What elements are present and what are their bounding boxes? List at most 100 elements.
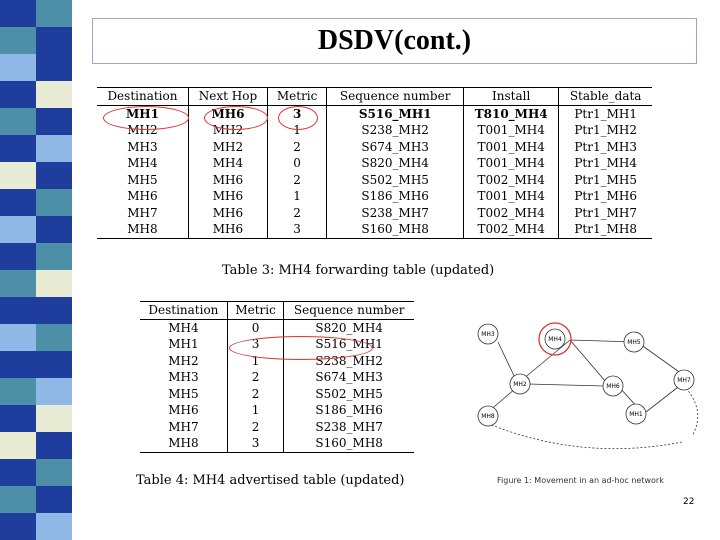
network-node-label: MH3 [481,331,495,338]
network-node [509,373,531,395]
table-cell: S820_MH4 [326,155,464,172]
stripe-block [36,54,72,81]
table-cell: MH6 [127,189,158,204]
table-cell: MH6 [187,221,268,238]
stripe-block [0,270,36,297]
stripe-block [0,135,36,162]
table-cell: S516_MH1 [326,105,464,122]
table-cell: Ptr1_MH1 [558,105,652,122]
network-node [602,375,624,397]
table-cell: T001_MH4 [463,122,559,139]
network-node-label: MH4 [548,336,562,343]
table-cell: MH6 [187,171,268,188]
table-cell: T001_MH4 [463,188,559,205]
stripe-block [36,189,72,216]
stripe-block [0,378,36,405]
stripe-block [36,378,72,405]
table-cell: Ptr1_MH2 [558,122,652,139]
stripe-block [36,324,72,351]
network-node-label: MH2 [513,381,527,388]
table-cell: Ptr1_MH3 [558,138,652,155]
column-header: Metric [266,87,327,106]
table-cell: T001_MH4 [463,155,559,172]
stripe-block [36,216,72,243]
table-cell: 2 [226,369,284,386]
table-cell: MH4 [187,155,268,172]
highlight-ring-nexthop [204,106,268,130]
stripe-block [36,486,72,513]
highlight-ring-node [538,322,572,356]
table-cell: Ptr1_MH6 [558,188,652,205]
slide-title-box: DSDV(cont.) [92,18,697,64]
table-cell: 0 [226,319,284,336]
network-node [625,403,647,425]
table-cell: 3 [266,221,327,238]
stripe-block [36,27,72,54]
column-header: Next Hop [187,87,268,106]
table-cell: T002_MH4 [463,204,559,221]
highlight-ring-destination [103,106,189,130]
table-cell: Ptr1_MH7 [558,204,652,221]
column-header: Metric [226,301,284,320]
stripe-block [0,189,36,216]
table-cell: 2 [266,204,327,221]
network-node [673,369,695,391]
table-cell: Ptr1_MH4 [558,155,652,172]
stripe-block [36,405,72,432]
table-cell: MH5 [127,172,158,187]
stripe-block [0,108,36,135]
table-cell: MH7 [168,419,199,434]
slide-title: DSDV(cont.) [317,25,472,56]
table-cell: T810_MH4 [463,105,559,122]
table-cell: S160_MH8 [326,221,464,238]
table-cell: T002_MH4 [463,171,559,188]
network-node [477,405,499,427]
decorative-stripe [0,0,72,540]
column-header: Stable_data [558,87,652,106]
stripe-block [0,486,36,513]
table-cell: MH4 [127,156,158,171]
table-cell: MH6 [187,188,268,205]
highlight-ring-metric [278,106,318,130]
table-cell: T001_MH4 [463,138,559,155]
table-cell: Ptr1_MH8 [558,221,652,238]
stripe-block [36,297,72,324]
stripe-block [36,162,72,189]
table-cell: MH5 [168,386,199,401]
stripe-block [36,351,72,378]
table-cell: 2 [226,418,284,435]
table-cell: MH3 [168,370,199,385]
table-cell: S186_MH6 [283,402,414,419]
table-cell: Ptr1_MH5 [558,171,652,188]
table-cell: 2 [226,385,284,402]
table-cell: MH2 [168,353,199,368]
table-cell: MH8 [168,436,199,451]
table-cell: 1 [226,402,284,419]
table-cell: S674_MH3 [283,369,414,386]
table-cell: 0 [266,155,327,172]
table-cell: MH2 [187,138,268,155]
column-header: Sequence number [326,87,464,106]
stripe-block [0,432,36,459]
stripe-block [36,513,72,540]
table4-caption: Table 4: MH4 advertised table (updated) [136,473,405,488]
stripe-block [36,243,72,270]
table-cell: S238_MH2 [326,122,464,139]
stripe-block [0,162,36,189]
stripe-block [36,270,72,297]
table-cell: MH8 [127,222,158,237]
stripe-block [0,297,36,324]
table-cell: 2 [266,171,327,188]
stripe-block [0,324,36,351]
table-cell: MH3 [127,139,158,154]
